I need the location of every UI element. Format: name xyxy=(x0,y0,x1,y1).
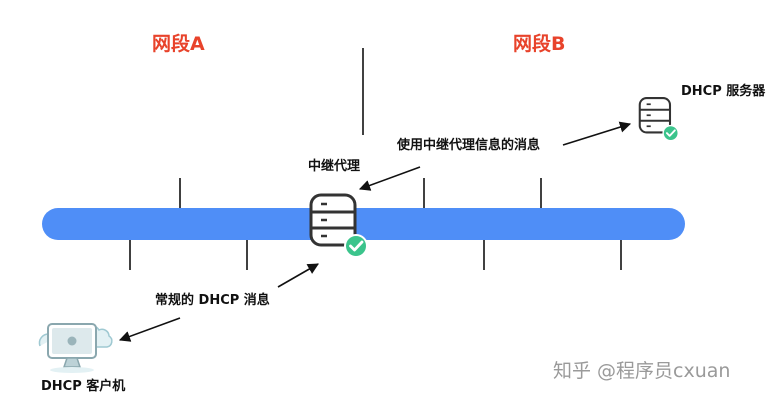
computer-cloud-icon xyxy=(38,323,113,373)
relay-message-label: 使用中继代理信息的消息 xyxy=(397,138,541,153)
arrow-message-up-to-relay xyxy=(277,263,319,288)
dhcp-server-label: DHCP 服务器 xyxy=(681,84,766,99)
dhcp-client-node[interactable] xyxy=(34,316,114,378)
arrow-message-to-relay xyxy=(358,166,421,191)
watermark: 知乎 @程序员cxuan xyxy=(553,360,731,382)
normal-message-label: 常规的 DHCP 消息 xyxy=(155,293,270,308)
dhcp-client-label: DHCP 客户机 xyxy=(41,379,126,394)
segment-b-title: 网段B xyxy=(513,33,566,55)
relay-agent-node[interactable] xyxy=(307,192,371,260)
arrow-relay-to-server xyxy=(562,121,632,146)
database-check-icon xyxy=(309,193,368,258)
arrow-message-to-client xyxy=(118,317,181,342)
database-check-icon xyxy=(638,97,679,142)
relay-agent-label: 中继代理 xyxy=(308,159,361,174)
dhcp-server-node[interactable] xyxy=(637,96,681,144)
segment-a-title: 网段A xyxy=(152,33,205,55)
network-bus xyxy=(42,208,685,240)
